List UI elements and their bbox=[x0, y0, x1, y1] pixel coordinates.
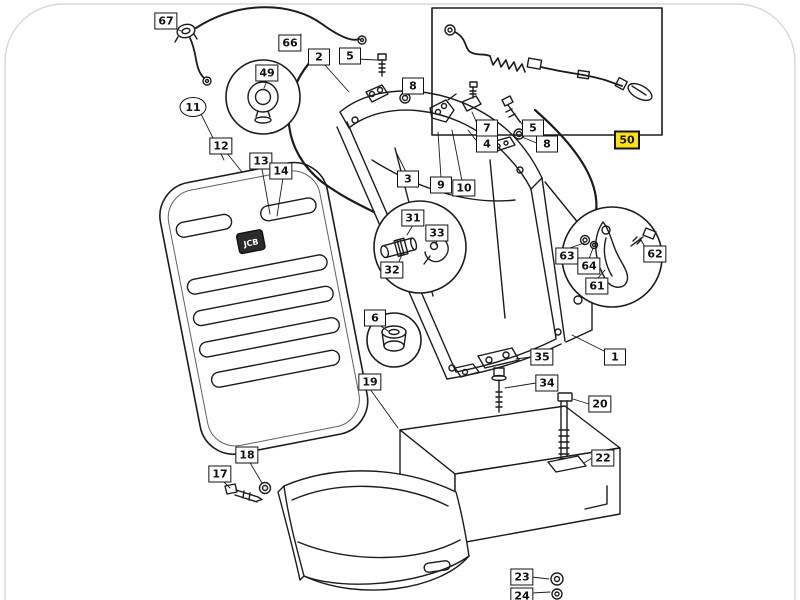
callout-23[interactable]: 23 bbox=[510, 568, 534, 586]
callout-1[interactable]: 1 bbox=[604, 348, 626, 366]
callout-4[interactable]: 4 bbox=[476, 135, 498, 153]
bolt-20 bbox=[557, 392, 573, 457]
callout-2[interactable]: 2 bbox=[308, 48, 330, 66]
callout-11[interactable]: 11 bbox=[179, 97, 207, 117]
bolt-5-right bbox=[501, 95, 521, 123]
bonnet-panel: JCB bbox=[159, 161, 369, 456]
callout-32[interactable]: 32 bbox=[380, 261, 404, 279]
callout-8[interactable]: 8 bbox=[402, 77, 424, 95]
bolt-5-left bbox=[377, 53, 387, 77]
callout-7[interactable]: 7 bbox=[476, 119, 498, 137]
callout-64[interactable]: 64 bbox=[577, 257, 601, 275]
callout-24[interactable]: 24 bbox=[510, 587, 534, 600]
svg-text:JCB: JCB bbox=[242, 237, 259, 249]
callout-14[interactable]: 14 bbox=[269, 162, 293, 180]
callout-17[interactable]: 17 bbox=[208, 465, 232, 483]
cable-66 bbox=[195, 6, 367, 45]
bolt-34 bbox=[491, 367, 507, 413]
hinge-9-10 bbox=[429, 93, 457, 123]
detail-circle-grommet bbox=[366, 312, 422, 368]
callout-18[interactable]: 18 bbox=[235, 446, 259, 464]
callout-20[interactable]: 20 bbox=[588, 395, 612, 413]
bolt-17 bbox=[224, 483, 263, 503]
washer-23 bbox=[550, 572, 564, 586]
callout-9[interactable]: 9 bbox=[430, 176, 452, 194]
inset-cable-box bbox=[431, 7, 663, 136]
callout-34[interactable]: 34 bbox=[535, 374, 559, 392]
washer-18 bbox=[258, 481, 272, 495]
jcb-badge: JCB bbox=[235, 229, 266, 255]
mount-plate-35 bbox=[477, 347, 520, 369]
callout-61[interactable]: 61 bbox=[585, 277, 609, 295]
callout-35[interactable]: 35 bbox=[530, 348, 554, 366]
callout-50[interactable]: 50 bbox=[614, 130, 640, 150]
page-frame bbox=[4, 3, 796, 600]
callout-31[interactable]: 31 bbox=[401, 209, 425, 227]
nut-24 bbox=[551, 588, 563, 600]
callout-3[interactable]: 3 bbox=[397, 170, 419, 188]
bumper bbox=[277, 470, 470, 591]
plate-22 bbox=[547, 455, 587, 473]
callout-66[interactable]: 66 bbox=[278, 34, 302, 52]
callout-5[interactable]: 5 bbox=[339, 47, 361, 65]
callout-6[interactable]: 6 bbox=[364, 309, 386, 327]
callout-62[interactable]: 62 bbox=[643, 245, 667, 263]
choke-cable-route bbox=[533, 108, 598, 214]
callout-5[interactable]: 5 bbox=[522, 119, 544, 137]
callout-19[interactable]: 19 bbox=[358, 373, 382, 391]
callout-49[interactable]: 49 bbox=[255, 64, 279, 82]
detail-circle-knob bbox=[225, 59, 301, 135]
callout-22[interactable]: 22 bbox=[591, 449, 615, 467]
callout-63[interactable]: 63 bbox=[555, 247, 579, 265]
callout-13[interactable]: 13 bbox=[249, 152, 273, 170]
callout-10[interactable]: 10 bbox=[452, 179, 476, 197]
cable-clamp-67 bbox=[174, 23, 212, 86]
callout-8[interactable]: 8 bbox=[536, 135, 558, 153]
bracket-7-4 bbox=[461, 81, 482, 112]
callout-67[interactable]: 67 bbox=[154, 12, 178, 30]
callout-12[interactable]: 12 bbox=[209, 137, 233, 155]
callout-33[interactable]: 33 bbox=[425, 224, 449, 242]
